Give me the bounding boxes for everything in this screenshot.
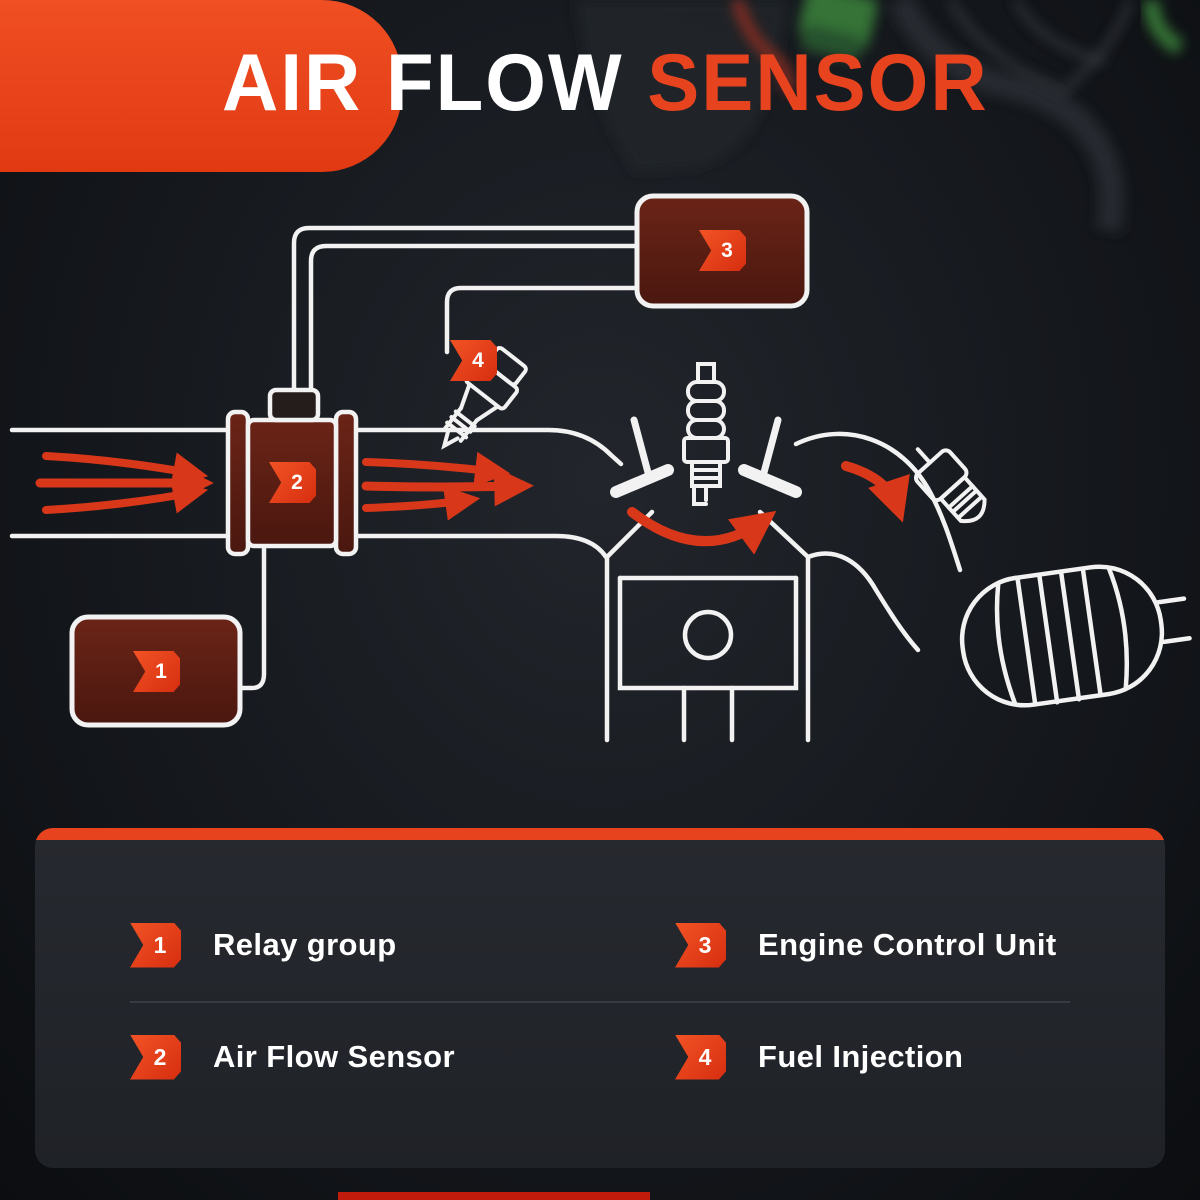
green-connector-icon [798,0,878,62]
oxygen-sensor-icon [913,447,987,524]
title-part-white: AIR FLOW [222,36,624,128]
catalytic-converter [959,564,1192,708]
legend-item-fuel-injection: 4 Fuel Injection [600,1001,1165,1113]
legend-divider [130,1001,1070,1003]
legend-number: 4 [698,1043,712,1070]
exhaust-pipe [793,431,963,653]
legend-item-air-flow-sensor: 2 Air Flow Sensor [35,1001,600,1113]
legend-panel: 1 Relay group 3 Engine Control Unit 2 Ai… [35,828,1165,1168]
legend-number: 3 [698,931,712,958]
bottom-red-accent [338,1192,650,1200]
spark-plug-icon [682,362,730,506]
legend-label: Fuel Injection [758,1039,964,1074]
air-flow-arrows [35,451,910,555]
legend-label: Relay group [213,927,397,962]
marker-number: 4 [472,348,484,372]
legend-flag-icon: 4 [675,1034,726,1080]
title-banner [0,0,402,172]
legend-label: Air Flow Sensor [213,1039,455,1074]
legend-label: Engine Control Unit [758,927,1057,962]
marker-number: 3 [721,238,733,262]
legend-flag-icon: 1 [130,922,181,968]
legend-accent-bar [35,828,1165,840]
red-wire-icon [731,0,794,93]
piston [617,575,799,743]
legend-number: 2 [153,1043,167,1070]
marker-number: 1 [155,659,167,683]
exhaust-valve [738,416,802,498]
title-part-orange: SENSOR [647,36,989,128]
legend-flag-icon: 3 [675,922,726,968]
legend-item-engine-control-unit: 3 Engine Control Unit [600,889,1165,1001]
intake-pipe [9,427,624,560]
marker-number: 2 [291,470,303,494]
legend-item-relay-group: 1 Relay group [35,889,600,1001]
engine-bay-photo-background [560,0,1185,233]
legend-grid: 1 Relay group 3 Engine Control Unit 2 Ai… [35,840,1165,1113]
intake-valve [610,416,674,498]
legend-number: 1 [153,931,167,958]
sensor-wires [237,225,639,691]
legend-flag-icon: 2 [130,1034,181,1080]
page-title: AIR FLOW SENSOR [222,36,989,128]
